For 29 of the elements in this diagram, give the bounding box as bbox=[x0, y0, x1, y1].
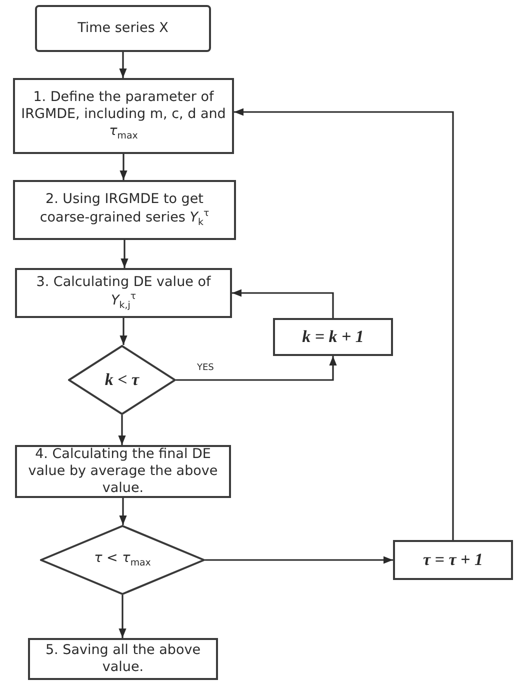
arrow bbox=[119, 498, 127, 525]
arrow bbox=[120, 318, 128, 345]
arrow bbox=[119, 52, 127, 78]
step-text: 4. Calculating the final DE value by average the above value. bbox=[27, 446, 219, 497]
step-text: 1. Define the parameter of IRGMDE, including m, c, d and τ$_{max}$ bbox=[21, 89, 226, 143]
arrow bbox=[120, 240, 128, 268]
step-text: 5. Saving all the above value. bbox=[44, 642, 202, 676]
process-box bbox=[35, 5, 211, 52]
process-box bbox=[28, 638, 218, 680]
arrow bbox=[234, 108, 454, 540]
arrow bbox=[205, 556, 393, 564]
process-box bbox=[13, 78, 234, 154]
decision-diamond bbox=[68, 345, 176, 415]
arrow bbox=[120, 154, 128, 180]
edge-label: YES bbox=[196, 363, 215, 373]
process-box bbox=[13, 180, 236, 240]
arrow bbox=[118, 595, 126, 638]
condition-text: k < τ bbox=[104, 369, 140, 391]
condition-text: τ = τ + 1 bbox=[423, 549, 483, 571]
process-box bbox=[393, 540, 513, 580]
condition-text: τ < τ$_{max}$ bbox=[94, 550, 151, 570]
condition-text: k = k + 1 bbox=[302, 326, 364, 348]
arrow bbox=[176, 356, 337, 381]
decision-diamond bbox=[40, 525, 205, 595]
process-box bbox=[15, 268, 232, 318]
step-text: Time series X bbox=[78, 20, 168, 37]
arrow bbox=[232, 289, 334, 318]
arrow bbox=[118, 415, 126, 445]
process-box bbox=[273, 318, 393, 356]
